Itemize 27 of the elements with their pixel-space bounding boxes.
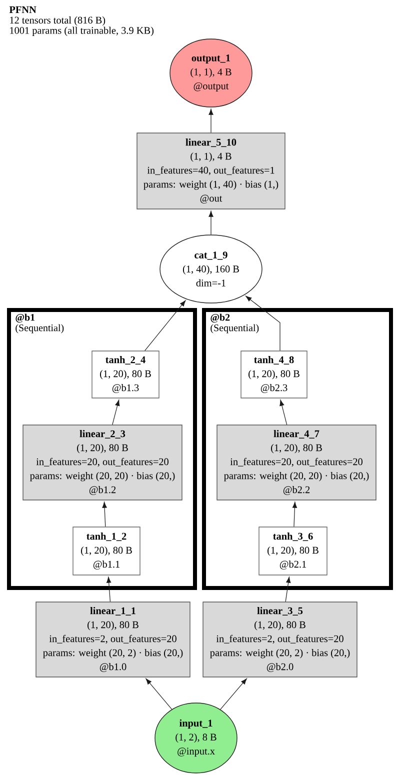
arrow <box>220 678 247 710</box>
arrow <box>146 678 172 710</box>
arrow <box>208 108 214 133</box>
arrow <box>102 502 107 527</box>
arrow <box>144 300 186 351</box>
layer-box: tanh_4_8 (1, 20), 80 B @b2.3 <box>240 350 308 398</box>
title: PFNN <box>9 6 36 13</box>
layer-box: linear_3_5 (1, 20), 80 B in_features=2, out_features=20 params: weight (20, 2) · bias (20,) @b2.0 <box>202 602 358 678</box>
arrow <box>285 576 291 602</box>
summary-text: 12 tensors total (816 B) <box>10 16 106 26</box>
arrow <box>208 210 214 235</box>
layer-box: linear_4_7 (1, 20), 80 B in_features=20, out_features=20 params: weight (20, 20) · bias (20,) @b2.2 <box>216 424 376 500</box>
arrow <box>280 400 288 425</box>
layer-box: linear_2_3 (1, 20), 80 B in_features=20, out_features=20 params: weight (20, 20) · bias (20,) @b1.2 <box>22 424 182 500</box>
ellipse-node: input_1 (1, 2), 8 B @input.x <box>154 702 238 774</box>
arrow <box>292 502 297 527</box>
layer-box: tanh_2_4 (1, 20), 80 B @b1.3 <box>92 350 160 398</box>
arrow <box>246 296 280 351</box>
layer-box: tanh_3_6 (1, 20), 80 B @b2.1 <box>258 526 328 576</box>
summary-text: 1001 params (all trainable, 3.9 KB) <box>10 26 154 36</box>
ellipse-node: cat_1_9 (1, 40), 160 B dim=-1 <box>160 234 262 304</box>
layer-box: tanh_1_2 (1, 20), 80 B @b1.1 <box>72 526 140 576</box>
arrow <box>106 576 112 602</box>
layer-box: linear_5_10 (1, 1), 4 B in_features=40, out_features=1 params: weight (1, 40) · bias (1,) @out <box>136 132 286 210</box>
arrow <box>112 400 120 425</box>
ellipse-node: output_1 (1, 1), 4 B @output <box>170 38 252 108</box>
layer-box: linear_1_1 (1, 20), 80 B in_features=2, out_features=20 params: weight (20, 2) · bias (20,) @b1.0 <box>36 602 190 678</box>
